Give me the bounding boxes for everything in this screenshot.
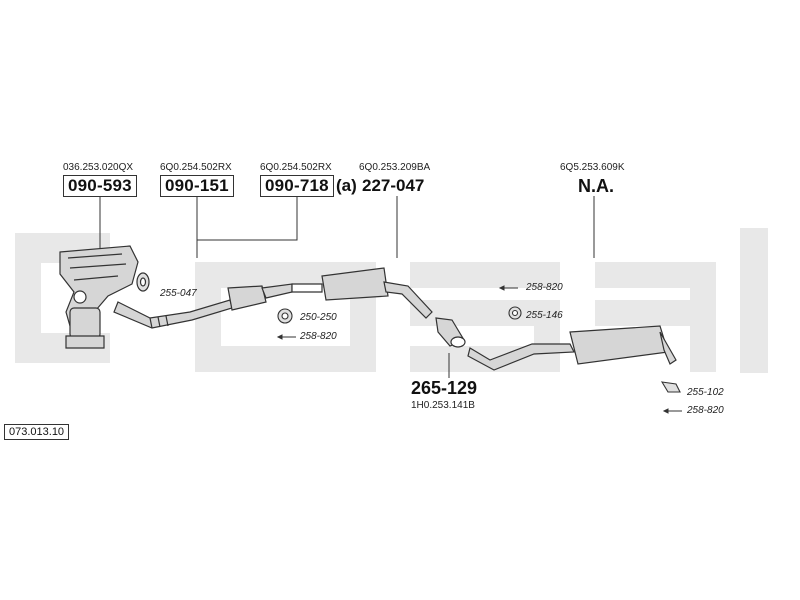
part-1-number[interactable]: 090-593 [63,175,137,197]
lower-part-number[interactable]: 265-129 [411,378,478,398]
hanger-parts [277,306,681,393]
part-2-oem: 6Q0.254.502RX [160,162,232,173]
manifold-catalyst-part [59,245,139,349]
part-4-oem: 6Q0.253.209BA [359,162,431,173]
accessory-ref-258-820-c[interactable]: 258-820 [687,405,724,416]
accessory-ref-255-146[interactable]: 255-146 [526,310,563,321]
part-3-oem: 6Q0.254.502RX [260,162,332,173]
leader-lines [99,196,595,378]
rear-muffler-part [467,325,677,371]
ref-arrows [276,285,682,414]
part-3-suffix: (a) [336,176,357,195]
front-pipe-part [113,283,293,329]
part-4-number[interactable]: 227-047 [362,176,425,195]
accessory-ref-255-102[interactable]: 255-102 [687,387,724,398]
accessory-ref-250-250[interactable]: 250-250 [300,312,337,323]
diagram-id-label: 073.013.10 [4,424,70,440]
part-2-number[interactable]: 090-151 [160,175,234,197]
accessory-ref-255-047[interactable]: 255-047 [160,288,197,299]
accessory-ref-258-820-a[interactable]: 258-820 [300,331,337,342]
middle-pipe-part [291,267,433,319]
part-5-number: N.A. [578,176,614,196]
gasket-part [136,272,150,292]
lower-part-oem: 1H0.253.141B [411,400,475,411]
part-5-oem: 6Q5.253.609K [560,162,625,173]
clamp-part [435,317,466,348]
accessory-ref-258-820-b[interactable]: 258-820 [526,282,563,293]
part-3-number[interactable]: 090-718 [260,175,334,197]
part-1-oem: 036.253.020QX [63,162,134,173]
